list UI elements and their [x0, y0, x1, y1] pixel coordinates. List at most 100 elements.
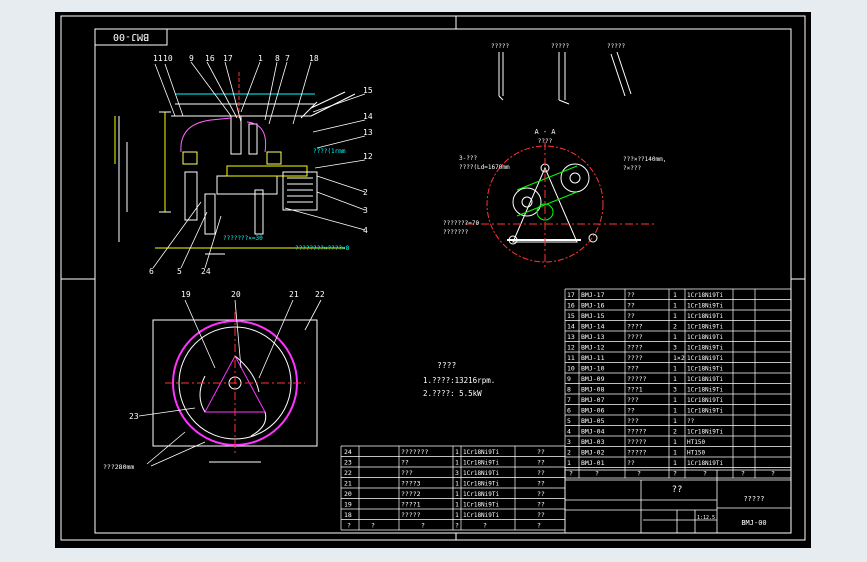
- part-note: ??: [537, 501, 545, 509]
- part-no: 21: [344, 480, 352, 488]
- motor-note: ????(1rmm: [313, 148, 346, 155]
- part-no: 5: [567, 417, 571, 425]
- part-no: 18: [344, 511, 352, 519]
- part-material: 1Cr18Ni9Ti: [687, 313, 724, 320]
- callout-24: 24: [201, 267, 211, 276]
- part-material: 1Cr18Ni9Ti: [463, 502, 500, 509]
- header-cell: ?: [673, 470, 677, 478]
- part-code: BMJ-05: [581, 417, 605, 425]
- part-qty: 1: [455, 490, 459, 498]
- part-name: ???: [627, 365, 639, 373]
- plan-leaders: [138, 299, 322, 467]
- callout-2: 2: [363, 188, 368, 197]
- part-material: 1Cr18Ni9Ti: [687, 397, 724, 404]
- part-no: 20: [344, 490, 352, 498]
- header-cell: ?: [703, 470, 707, 478]
- section-view: [465, 142, 655, 268]
- part-code: BMJ-16: [581, 302, 605, 310]
- part-name: ?????: [627, 428, 647, 436]
- part-qty: 1: [673, 396, 677, 404]
- callout-10: 10: [163, 54, 173, 63]
- part-material: 1Cr18Ni9Ti: [687, 324, 724, 331]
- callout-21: 21: [289, 290, 299, 299]
- part-material: HT150: [687, 450, 705, 457]
- part-name: ??: [627, 291, 635, 299]
- header-cell: ?: [455, 522, 459, 530]
- part-no: 3: [567, 438, 571, 446]
- part-name: ???: [627, 417, 639, 425]
- drawing-no: BMJ-00: [741, 519, 766, 527]
- part-code: BMJ-06: [581, 407, 605, 415]
- part-code: BMJ-14: [581, 323, 605, 331]
- part-no: 17: [567, 291, 575, 299]
- part-name: ??: [401, 459, 409, 467]
- belt-note-1: 3-???: [459, 155, 477, 162]
- part-code: BMJ-15: [581, 312, 605, 320]
- part-no: 10: [567, 365, 575, 373]
- header-cell: ?: [347, 522, 351, 530]
- header-cell: ?: [483, 522, 487, 530]
- header-cell: ?: [771, 470, 775, 478]
- part-code: BMJ-04: [581, 428, 605, 436]
- part-qty: 1: [673, 312, 677, 320]
- part-code: BMJ-01: [581, 459, 605, 467]
- bottom-note-2: ????????×????×8: [295, 245, 350, 252]
- part-qty: 1: [673, 291, 677, 299]
- part-name: ???????: [401, 448, 428, 456]
- callout-23: 23: [129, 412, 139, 421]
- part-qty: 1: [673, 449, 677, 457]
- part-qty: 1: [673, 302, 677, 310]
- header-cell: ?: [637, 470, 641, 478]
- part-qty: 1: [673, 438, 677, 446]
- part-name: ????3: [401, 480, 421, 488]
- part-name: ????: [627, 333, 643, 341]
- part-code: BMJ-12: [581, 344, 605, 352]
- part-qty: 3: [673, 344, 677, 352]
- callout-6: 6: [149, 267, 154, 276]
- part-name: ????: [627, 323, 643, 331]
- belt-note-2: ????(Ld=1670mm: [459, 164, 510, 171]
- part-no: 19: [344, 501, 352, 509]
- part-name: ?????: [627, 438, 647, 446]
- part-material: 1Cr18Ni9Ti: [687, 429, 724, 436]
- part-name: ?????: [627, 449, 647, 457]
- part-material: 1Cr18Ni9Ti: [687, 292, 724, 299]
- part-name: ??: [627, 459, 635, 467]
- section-label: A - A: [534, 128, 556, 136]
- part-no: 1: [567, 459, 571, 467]
- callout-8: 8: [275, 54, 280, 63]
- part-qty: 1: [673, 333, 677, 341]
- detail-label-2: ?????: [551, 43, 569, 50]
- blade-details: [498, 51, 632, 105]
- part-material: 1Cr18Ni9Ti: [463, 481, 500, 488]
- cad-drawing: BMJ-00: [60, 15, 806, 541]
- part-qty: 1: [673, 365, 677, 373]
- part-material: HT150: [687, 439, 705, 446]
- part-no: 13: [567, 333, 575, 341]
- part-code: BMJ-11: [581, 354, 605, 362]
- part-material: 1Cr18Ni9Ti: [687, 408, 724, 415]
- part-no: 22: [344, 469, 352, 477]
- part-material: 1Cr18Ni9Ti: [687, 355, 724, 362]
- part-name: ??: [627, 407, 635, 415]
- part-name: ??: [627, 302, 635, 310]
- part-note: ??: [537, 480, 545, 488]
- front-leaders: [152, 61, 366, 269]
- part-no: 23: [344, 459, 352, 467]
- part-name: ??: [627, 312, 635, 320]
- tech-title: ????: [437, 361, 456, 370]
- tech-line-2: 2.????: 5.5kW: [423, 389, 482, 398]
